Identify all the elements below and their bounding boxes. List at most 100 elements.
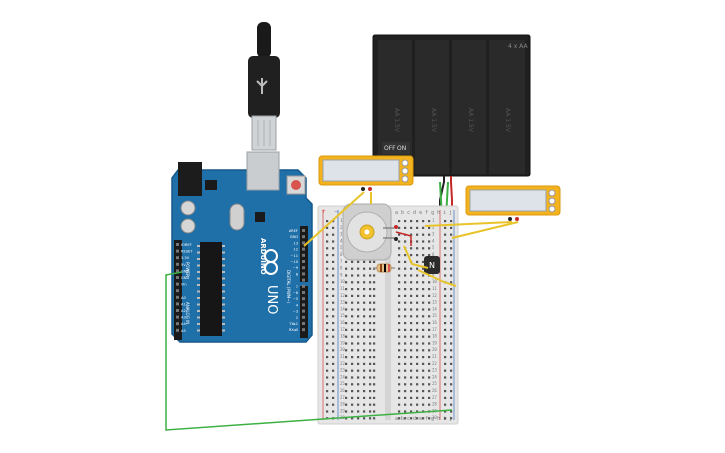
rail-hole[interactable] [450,274,453,277]
header-pin[interactable] [302,266,305,270]
breadboard-hole[interactable] [363,369,366,372]
breadboard-hole[interactable] [410,342,413,345]
breadboard-hole[interactable] [373,410,376,413]
breadboard-hole[interactable] [369,362,372,365]
breadboard-hole[interactable] [404,254,407,257]
header-pin[interactable] [302,284,305,288]
rail-hole[interactable] [332,294,335,297]
rail-hole[interactable] [326,403,329,406]
breadboard-hole[interactable] [373,369,376,372]
rail-hole[interactable] [326,349,329,352]
rail-hole[interactable] [332,267,335,270]
dial-icon[interactable] [548,189,556,197]
breadboard-hole[interactable] [404,267,407,270]
breadboard-hole[interactable] [351,362,354,365]
breadboard-hole[interactable] [404,308,407,311]
rail-hole[interactable] [444,417,447,420]
breadboard-hole[interactable] [428,240,431,243]
rail-hole[interactable] [450,403,453,406]
rail-hole[interactable] [450,322,453,325]
breadboard-hole[interactable] [398,294,401,297]
breadboard-hole[interactable] [416,322,419,325]
breadboard-hole[interactable] [410,254,413,257]
breadboard-hole[interactable] [404,301,407,304]
breadboard-hole[interactable] [404,260,407,263]
rail-hole[interactable] [450,260,453,263]
breadboard-hole[interactable] [428,301,431,304]
breadboard-hole[interactable] [416,390,419,393]
breadboard-hole[interactable] [357,281,360,284]
breadboard-hole[interactable] [416,274,419,277]
breadboard-hole[interactable] [428,342,431,345]
breadboard-hole[interactable] [410,301,413,304]
breadboard-hole[interactable] [398,403,401,406]
breadboard-hole[interactable] [410,356,413,359]
breadboard-hole[interactable] [345,403,348,406]
breadboard-hole[interactable] [357,362,360,365]
rail-hole[interactable] [444,254,447,257]
breadboard-hole[interactable] [410,315,413,318]
breadboard-hole[interactable] [416,342,419,345]
header-pin[interactable] [176,256,179,260]
breadboard-hole[interactable] [398,417,401,420]
breadboard-hole[interactable] [363,322,366,325]
breadboard-hole[interactable] [428,349,431,352]
header-pin[interactable] [302,229,305,232]
rail-hole[interactable] [332,281,335,284]
rail-hole[interactable] [450,288,453,291]
rail-hole[interactable] [332,362,335,365]
rail-hole[interactable] [326,342,329,345]
breadboard-hole[interactable] [410,226,413,229]
breadboard-hole[interactable] [363,274,366,277]
breadboard-hole[interactable] [363,417,366,420]
header-pin[interactable] [176,243,179,246]
rail-hole[interactable] [326,410,329,413]
breadboard-hole[interactable] [345,342,348,345]
rail-hole[interactable] [332,274,335,277]
breadboard-hole[interactable] [373,315,376,318]
rail-hole[interactable] [326,383,329,386]
breadboard-hole[interactable] [422,301,425,304]
breadboard-hole[interactable] [404,220,407,223]
breadboard-hole[interactable] [351,335,354,338]
breadboard-hole[interactable] [398,328,401,331]
breadboard-hole[interactable] [410,274,413,277]
breadboard-hole[interactable] [357,410,360,413]
rail-hole[interactable] [450,356,453,359]
breadboard-hole[interactable] [369,315,372,318]
header-pin[interactable] [176,276,179,279]
breadboard-hole[interactable] [373,274,376,277]
breadboard-hole[interactable] [357,288,360,291]
breadboard-hole[interactable] [373,403,376,406]
breadboard-hole[interactable] [410,383,413,386]
rail-hole[interactable] [450,267,453,270]
breadboard-hole[interactable] [398,301,401,304]
breadboard-hole[interactable] [369,410,372,413]
breadboard-hole[interactable] [422,356,425,359]
breadboard-hole[interactable] [351,328,354,331]
dial-icon[interactable] [401,167,409,175]
rail-hole[interactable] [450,254,453,257]
dial-icon[interactable] [548,197,556,205]
breadboard-hole[interactable] [398,247,401,250]
breadboard-hole[interactable] [410,396,413,399]
rail-hole[interactable] [326,240,329,243]
rail-hole[interactable] [444,308,447,311]
breadboard-hole[interactable] [363,349,366,352]
breadboard-hole[interactable] [363,308,366,311]
breadboard-hole[interactable] [428,403,431,406]
breadboard-hole[interactable] [357,376,360,379]
header-pin[interactable] [302,260,305,263]
header-pin[interactable] [176,262,179,266]
breadboard-hole[interactable] [410,267,413,270]
breadboard-hole[interactable] [363,383,366,386]
breadboard-hole[interactable] [351,396,354,399]
rail-hole[interactable] [444,328,447,331]
rail-hole[interactable] [444,403,447,406]
rail-hole[interactable] [326,233,329,236]
breadboard-hole[interactable] [410,233,413,236]
rail-hole[interactable] [326,260,329,263]
breadboard-hole[interactable] [363,335,366,338]
header-pin[interactable] [176,289,179,293]
breadboard-hole[interactable] [345,417,348,420]
